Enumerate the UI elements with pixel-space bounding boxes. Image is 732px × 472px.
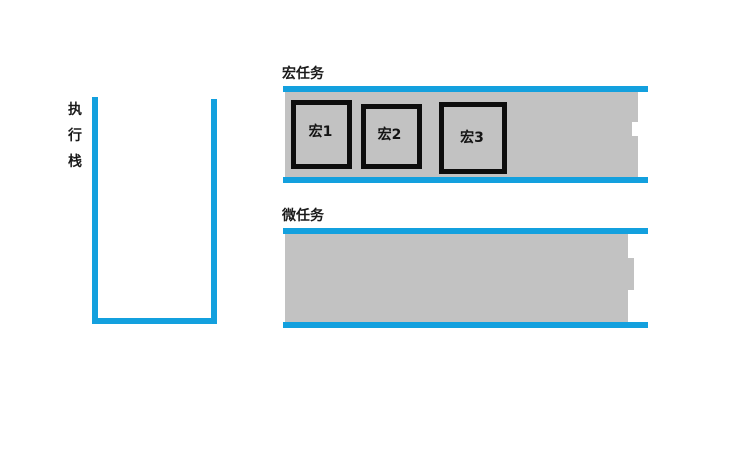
micro-queue-edge-notch — [634, 258, 640, 290]
macro-queue-bottom-rule — [283, 177, 648, 183]
micro-queue-edge-notch — [628, 234, 638, 258]
micro-queue-fill — [285, 234, 637, 322]
micro-queue-band — [283, 228, 651, 328]
macro-task-item[interactable]: 宏2 — [361, 104, 422, 169]
execution-stack-label: 执 行 栈 — [62, 97, 88, 175]
macro-queue-edge-notch — [638, 92, 644, 122]
execution-stack-interior — [98, 99, 211, 318]
micro-queue-top-rule — [283, 228, 648, 234]
macro-queue-top-rule — [283, 86, 648, 92]
macro-task-label: 宏1 — [308, 123, 333, 140]
micro-queue-title: 微任务 — [282, 208, 324, 224]
execution-stack-label-char-3: 栈 — [68, 154, 82, 170]
execution-stack-left-wall — [92, 97, 98, 324]
execution-stack-label-char-1: 执 — [68, 102, 82, 118]
macro-task-label: 宏2 — [377, 126, 402, 143]
micro-queue-edge-notch — [628, 290, 640, 322]
execution-stack-base — [92, 318, 217, 324]
macro-queue-edge-notch — [632, 122, 644, 136]
macro-queue-title: 宏任务 — [282, 66, 324, 82]
macro-queue-edge-notch — [638, 136, 644, 177]
micro-queue-bottom-rule — [283, 322, 648, 328]
execution-stack-label-char-2: 行 — [68, 128, 82, 144]
macro-task-label: 宏3 — [460, 130, 484, 146]
execution-stack-right-wall — [211, 99, 217, 324]
macro-task-item[interactable]: 宏1 — [291, 100, 352, 169]
macro-task-item[interactable]: 宏3 — [439, 102, 507, 174]
